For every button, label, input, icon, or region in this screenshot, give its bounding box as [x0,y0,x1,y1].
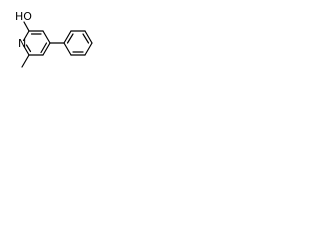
bond-n-c2 [22,30,30,42]
nitrogen-label: N [18,37,26,50]
phenyl-bond-6 [63,42,72,56]
molecule-structure: HO N [15,10,93,68]
hydroxyl-label: HO [15,10,32,23]
bond-c2-o [23,21,30,32]
bond-c6-methyl [21,54,30,68]
bond-c4-c5 [42,42,51,56]
bond-c4-c5-inner [40,42,48,54]
phenyl-bond-1 [63,30,72,44]
bond-c6-n [22,44,30,56]
bond-c6-n-inner [25,44,32,53]
bond-c3-c4 [42,30,51,44]
phenyl-bond-4 [84,42,93,56]
phenyl-bond-1-inner [66,33,74,44]
phenyl-bond-3 [84,30,93,44]
phenyl-bond-3-inner [82,33,90,44]
structure-diagram: HO N [0,0,118,78]
